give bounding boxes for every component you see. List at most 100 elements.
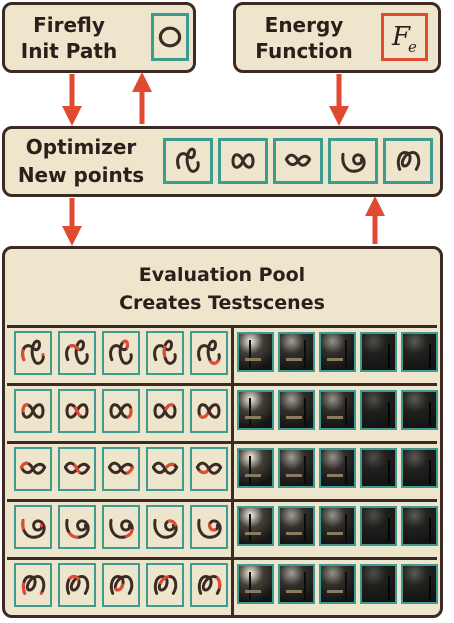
pool-scene-render — [278, 390, 315, 430]
scene-table — [245, 416, 261, 419]
loop-a-path-icon — [109, 339, 133, 365]
pool-scene-render — [278, 506, 315, 546]
figure-eight-path-icon — [21, 403, 45, 419]
pool-scene-render — [319, 332, 356, 372]
pool-path-thumb — [190, 563, 228, 607]
scene-lamp — [429, 460, 431, 484]
scene-light-glow — [239, 450, 272, 486]
scene-lamp — [388, 576, 390, 600]
scene-lamp — [429, 402, 431, 426]
scene-table — [286, 532, 302, 535]
loop-a-path-icon — [21, 339, 45, 365]
pool-scene-render — [319, 506, 356, 546]
scene-light-glow — [403, 334, 436, 370]
scene-light-glow — [403, 450, 436, 486]
figure-eight-path-icon — [65, 403, 89, 419]
knot-path-icon — [65, 575, 90, 595]
scene-light-glow — [239, 392, 272, 428]
pool-scene-render — [319, 390, 356, 430]
scene-light-glow — [239, 566, 272, 602]
figure-eight-path-icon — [231, 153, 255, 169]
pool-scene-render — [360, 448, 397, 488]
pool-path-thumb — [190, 505, 228, 549]
pool-scene-render — [401, 390, 438, 430]
energy-symbol-box: F e — [381, 13, 428, 61]
loop-a-path-icon — [197, 339, 221, 365]
scene-light-glow — [239, 334, 272, 370]
scene-light-glow — [403, 508, 436, 544]
scene-lamp — [345, 398, 347, 426]
pool-scene-render — [401, 332, 438, 372]
scene-lamp — [345, 456, 347, 484]
scene-table — [327, 358, 343, 361]
loop-a-path-icon — [176, 147, 200, 173]
pool-path-thumb — [146, 447, 184, 491]
pool-path-thumb — [102, 331, 140, 375]
pool-scene-render — [319, 448, 356, 488]
energy-function-box: Energy Function F e — [233, 2, 441, 73]
scene-lamp — [429, 518, 431, 542]
scene-light-glow — [239, 508, 272, 544]
energy-label-line1: Energy — [264, 13, 344, 37]
twist-path-icon — [107, 461, 135, 475]
scene-table — [286, 590, 302, 593]
knot-path-icon — [153, 575, 178, 595]
optimizer-thumbnail-3 — [273, 138, 323, 184]
scene-light-glow — [321, 392, 354, 428]
scene-lamp — [388, 460, 390, 484]
scene-light-glow — [403, 392, 436, 428]
pool-row-1 — [7, 325, 437, 383]
pool-scene-render — [360, 564, 397, 604]
optimizer-thumbnail-2 — [218, 138, 268, 184]
pool-scene-render — [360, 390, 397, 430]
scene-table — [245, 474, 261, 477]
energy-subscript: e — [408, 38, 417, 56]
twist-path-icon — [151, 461, 179, 475]
scene-lamp — [345, 572, 347, 600]
scene-lamp — [304, 398, 306, 426]
u-curl-path-icon — [65, 518, 90, 539]
firefly-label-line2: Init Path — [20, 39, 118, 63]
twist-path-icon — [63, 461, 91, 475]
pool-path-thumb — [146, 563, 184, 607]
pool-path-thumb — [14, 331, 52, 375]
scene-light-glow — [362, 334, 395, 370]
pool-path-thumb — [102, 447, 140, 491]
scene-lamp — [249, 340, 251, 368]
scene-table — [286, 474, 302, 477]
scene-lamp — [249, 514, 251, 542]
scene-lamp — [304, 340, 306, 368]
u-curl-path-icon — [341, 152, 366, 173]
u-curl-path-icon — [109, 518, 134, 539]
pool-scene-render — [278, 448, 315, 488]
pool-row-5 — [7, 557, 437, 615]
scene-lamp — [388, 518, 390, 542]
scene-lamp — [249, 398, 251, 426]
pool-path-thumb — [102, 389, 140, 433]
pool-scene-render — [401, 448, 438, 488]
pool-scene-render — [237, 564, 274, 604]
pool-path-thumb — [14, 505, 52, 549]
scene-lamp — [345, 340, 347, 368]
twist-path-icon — [284, 153, 312, 167]
scene-light-glow — [280, 450, 313, 486]
pool-scene-render — [401, 564, 438, 604]
pool-path-thumb — [58, 505, 96, 549]
scene-table — [327, 474, 343, 477]
pool-path-thumb — [102, 563, 140, 607]
scene-light-glow — [321, 334, 354, 370]
scene-lamp — [304, 572, 306, 600]
scene-light-glow — [280, 508, 313, 544]
scene-light-glow — [362, 508, 395, 544]
scene-light-glow — [362, 392, 395, 428]
pool-path-thumb — [146, 389, 184, 433]
u-curl-path-icon — [197, 518, 222, 539]
pool-path-thumb — [102, 505, 140, 549]
scene-light-glow — [362, 450, 395, 486]
scene-lamp — [345, 514, 347, 542]
pool-path-thumb — [14, 389, 52, 433]
pool-scene-render — [360, 332, 397, 372]
pool-path-thumb — [58, 447, 96, 491]
scene-lamp — [429, 576, 431, 600]
scene-light-glow — [362, 566, 395, 602]
